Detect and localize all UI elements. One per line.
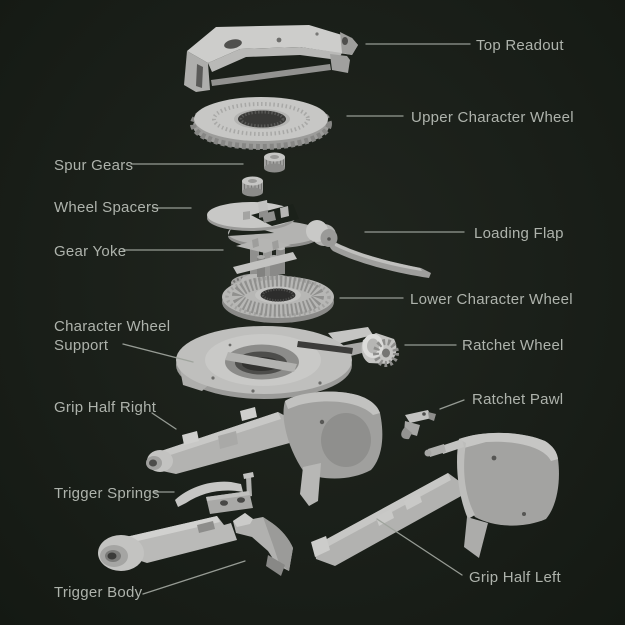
label-loading-flap: Loading Flap	[474, 225, 564, 242]
label-ratchet-wheel: Ratchet Wheel	[462, 337, 564, 354]
part-loading-flap	[306, 220, 431, 278]
part-top-readout	[184, 25, 358, 92]
part-ratchet-pawl	[401, 410, 436, 440]
part-trigger-springs	[175, 472, 254, 514]
label-wheel-spacers: Wheel Spacers	[54, 199, 159, 216]
leader-line-trigger-body	[142, 560, 246, 595]
label-spur-gears: Spur Gears	[54, 157, 134, 174]
part-grip-half-right	[146, 391, 383, 506]
label-character-wheel-support: Character Wheel Support	[54, 318, 171, 354]
part-ratchet-wheel	[361, 333, 399, 367]
label-lower-character-wheel: Lower Character Wheel	[410, 291, 573, 308]
leader-line-ratchet-pawl	[439, 399, 465, 410]
label-gear-yoke: Gear Yoke	[54, 243, 127, 260]
part-spur-gears	[242, 152, 285, 197]
part-trigger-body	[98, 513, 293, 576]
part-wheel-spacers	[207, 200, 320, 248]
label-grip-half-left: Grip Half Left	[469, 569, 561, 586]
label-trigger-springs: Trigger Springs	[54, 485, 160, 502]
part-lower-character-wheel	[222, 275, 334, 323]
leader-lines	[122, 43, 471, 595]
support-slot	[297, 341, 353, 354]
leader-line-character-wheel-support	[122, 343, 194, 363]
readout-window	[224, 39, 242, 49]
part-upper-character-wheel	[190, 97, 332, 150]
label-trigger-body: Trigger Body	[54, 584, 143, 601]
leader-line-grip-half-right	[151, 412, 177, 430]
readout-slot	[196, 64, 203, 88]
label-ratchet-pawl: Ratchet Pawl	[472, 391, 564, 408]
label-upper-character-wheel: Upper Character Wheel	[411, 109, 574, 126]
label-top-readout: Top Readout	[476, 37, 564, 54]
label-grip-half-right: Grip Half Right	[54, 399, 157, 416]
leader-line-grip-half-left	[376, 518, 463, 576]
part-character-wheel-support	[176, 326, 377, 399]
part-grip-half-left	[311, 432, 559, 566]
